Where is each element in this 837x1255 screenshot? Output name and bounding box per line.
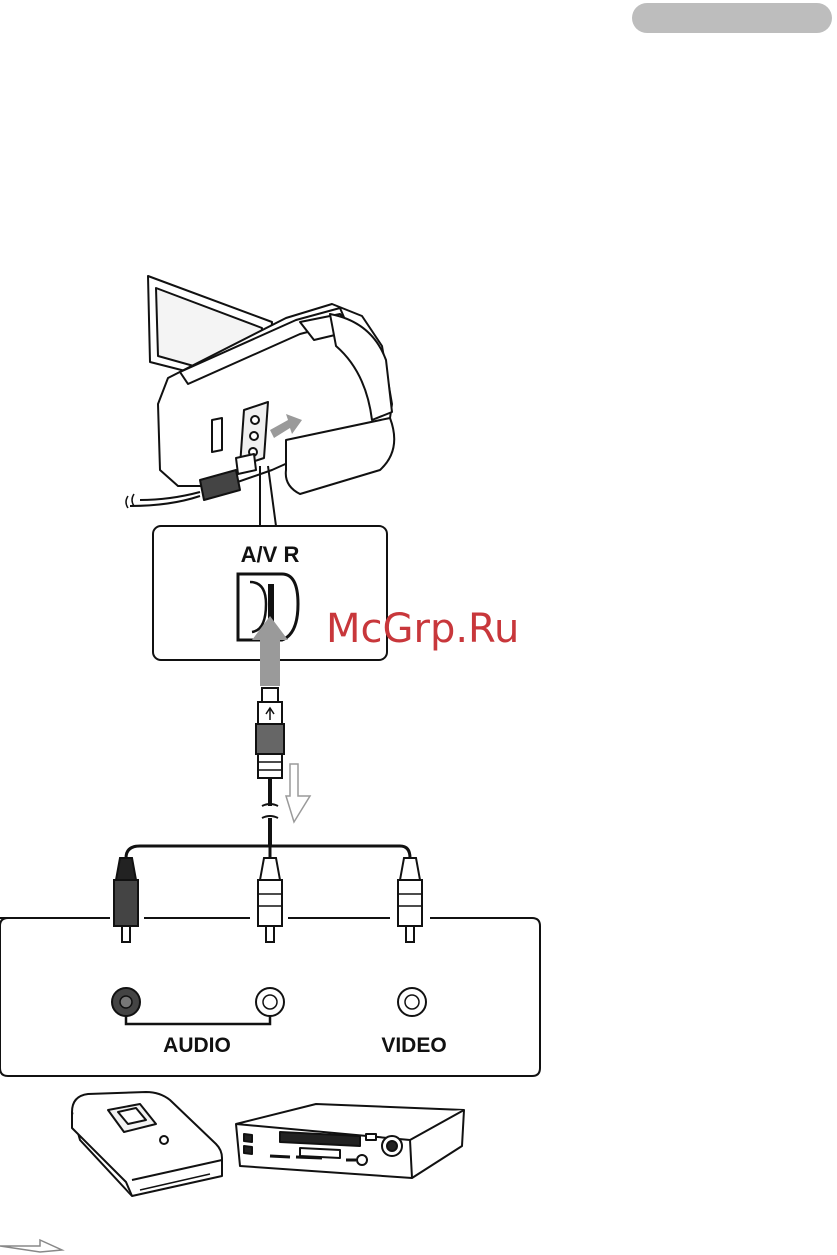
audio-jack-left [112, 988, 140, 1016]
rca-plug-audio-right [258, 858, 282, 942]
av-cable-plug [256, 688, 284, 778]
audio-jack-right [256, 988, 284, 1016]
video-label: VIDEO [381, 1034, 446, 1057]
watermark-text: McGrp.Ru [326, 606, 519, 652]
camera-jack-label: A/V R [241, 542, 300, 567]
dvd-recorder-illustration [72, 1092, 222, 1196]
rear-cable [130, 492, 200, 506]
rca-plug-audio-left [114, 858, 138, 942]
continue-arrow-icon [0, 1240, 62, 1252]
cable-break-icon [262, 804, 278, 818]
vcr-illustration [236, 1104, 464, 1178]
rca-plug-video [398, 858, 422, 942]
callout-lines [260, 466, 276, 526]
signal-flow-arrow-icon [286, 764, 310, 822]
video-jack [398, 988, 426, 1016]
audio-bracket [126, 1016, 270, 1024]
camcorder-illustration [148, 276, 394, 500]
section-tab [632, 3, 832, 33]
audio-label: AUDIO [163, 1034, 231, 1057]
